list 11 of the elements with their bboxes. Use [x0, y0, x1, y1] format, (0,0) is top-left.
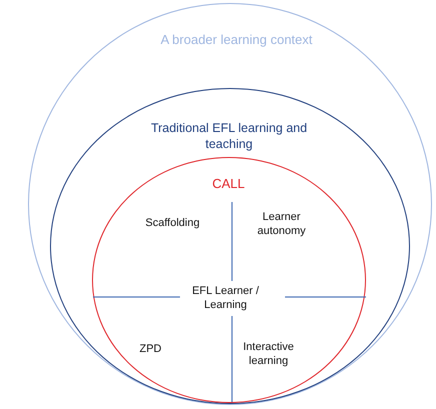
- circle-title: CALL: [211, 176, 246, 192]
- quadrant-label: Scaffolding: [144, 216, 201, 230]
- context-title: A broader learning context: [160, 32, 314, 48]
- quadrant-label: Learner autonomy: [256, 210, 307, 238]
- center-label: EFL Learner / Learning: [191, 284, 260, 312]
- inner-circle: [92, 157, 366, 403]
- quadrant-label: ZPD: [138, 342, 162, 356]
- context-ellipse: [28, 3, 432, 405]
- context-title: Traditional EFL learning and teaching: [150, 120, 308, 152]
- quadrant-label: Interactive learning: [242, 340, 295, 368]
- context-ellipse: [50, 88, 410, 404]
